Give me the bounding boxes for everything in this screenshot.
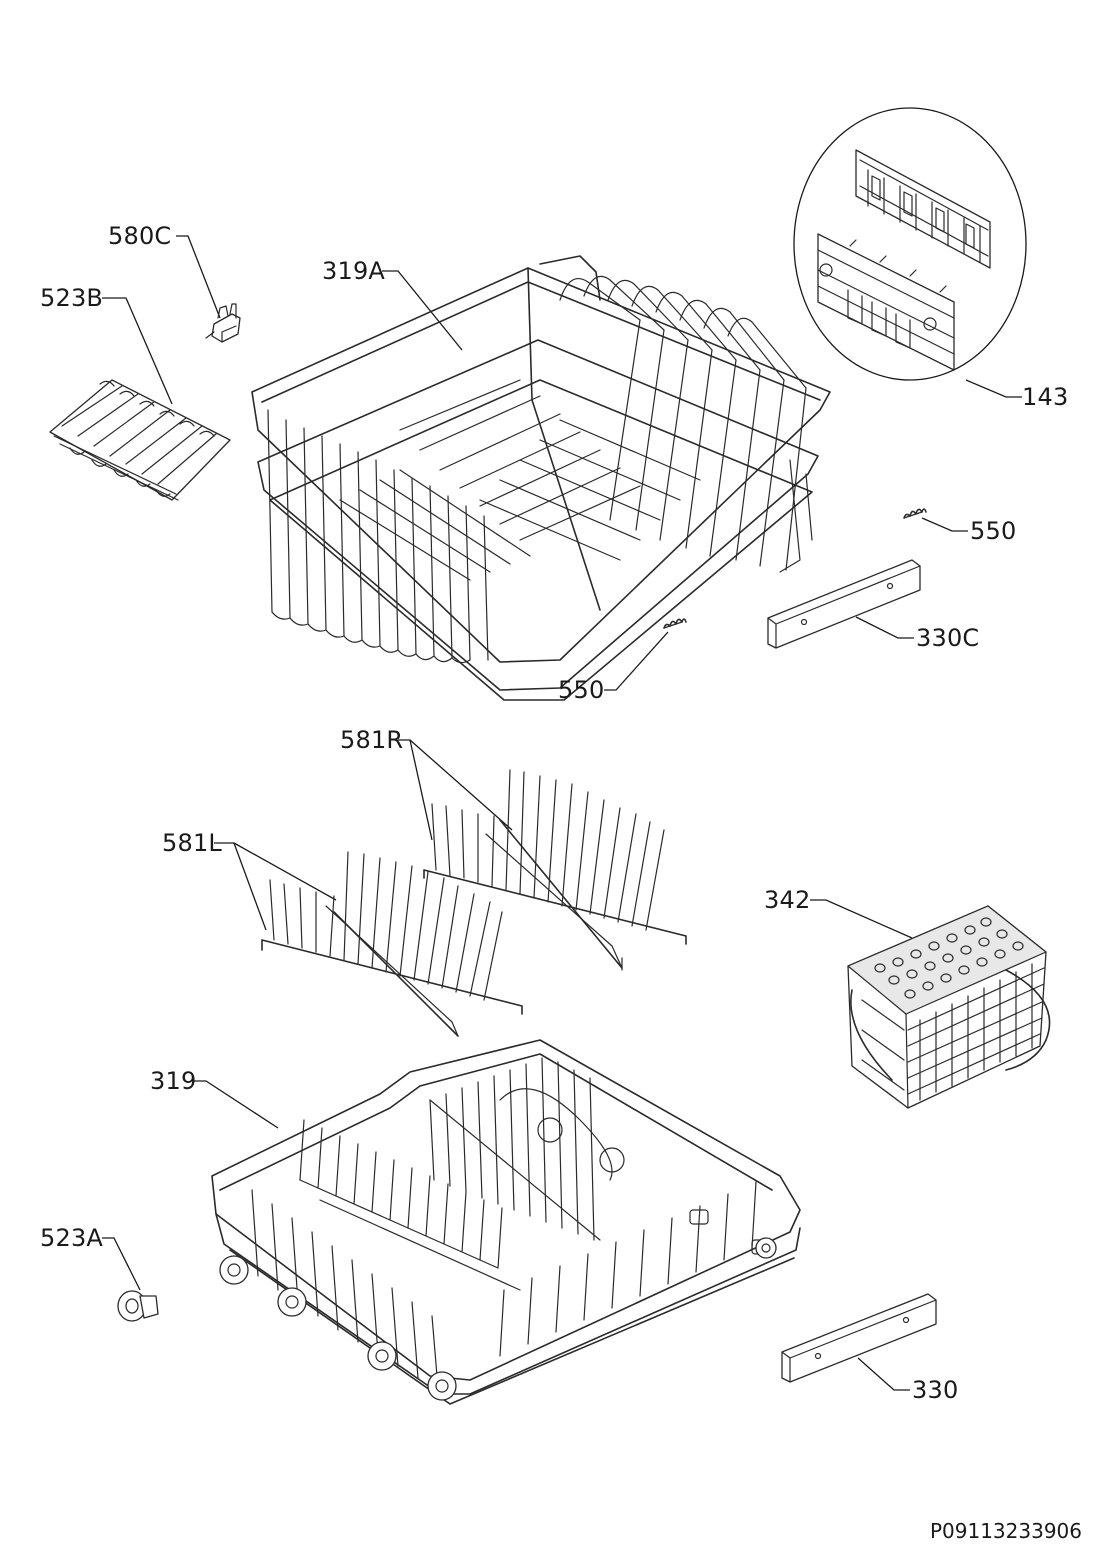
leader-330	[857, 1357, 910, 1391]
label-550-bottom: 550	[558, 676, 605, 704]
leader-550-right	[921, 517, 968, 532]
label-330C: 330C	[916, 624, 980, 652]
label-319A: 319A	[322, 257, 386, 285]
basket-holes	[874, 917, 1024, 999]
leader-581L-b	[233, 842, 337, 901]
part-330C-trim-strip	[767, 559, 921, 649]
leader-580C	[176, 235, 221, 319]
part-581L-tine-rack	[261, 851, 523, 1037]
label-523B: 523B	[40, 284, 104, 312]
part-581R-tine-rack	[423, 769, 687, 971]
leader-330C	[855, 616, 914, 639]
label-523A: 523A	[40, 1224, 104, 1252]
leader-lines	[102, 235, 1022, 1391]
part-342-cutlery-basket	[847, 905, 1051, 1109]
part-523B-rail-insert	[49, 379, 231, 501]
leader-581R-b	[409, 739, 513, 831]
label-580C: 580C	[108, 222, 172, 250]
label-581R: 581R	[340, 726, 404, 754]
part-550-spring-bottom	[663, 618, 687, 629]
leader-319	[190, 1080, 279, 1129]
lower-basket-wheels	[219, 1237, 777, 1401]
leader-550-bottom	[604, 631, 669, 691]
part-330-trim-strip	[781, 1293, 937, 1383]
part-550-spring-right	[903, 508, 927, 519]
leader-143	[965, 379, 1022, 398]
label-319: 319	[150, 1067, 197, 1095]
document-number: P09113233906	[929, 1519, 1082, 1543]
part-580C-clip	[205, 303, 241, 343]
part-319-lower-basket	[211, 1039, 801, 1405]
leader-342	[810, 899, 913, 939]
leader-523A	[102, 1237, 141, 1291]
label-550-right: 550	[970, 517, 1017, 545]
part-319A-upper-basket	[251, 255, 831, 701]
part-143-detail	[793, 107, 1027, 381]
label-342: 342	[764, 886, 811, 914]
leader-523B	[102, 297, 173, 405]
part-523A-wheel	[117, 1290, 159, 1322]
label-143: 143	[1022, 383, 1069, 411]
leader-319A	[382, 270, 463, 351]
label-330: 330	[912, 1376, 959, 1404]
label-581L: 581L	[162, 829, 222, 857]
